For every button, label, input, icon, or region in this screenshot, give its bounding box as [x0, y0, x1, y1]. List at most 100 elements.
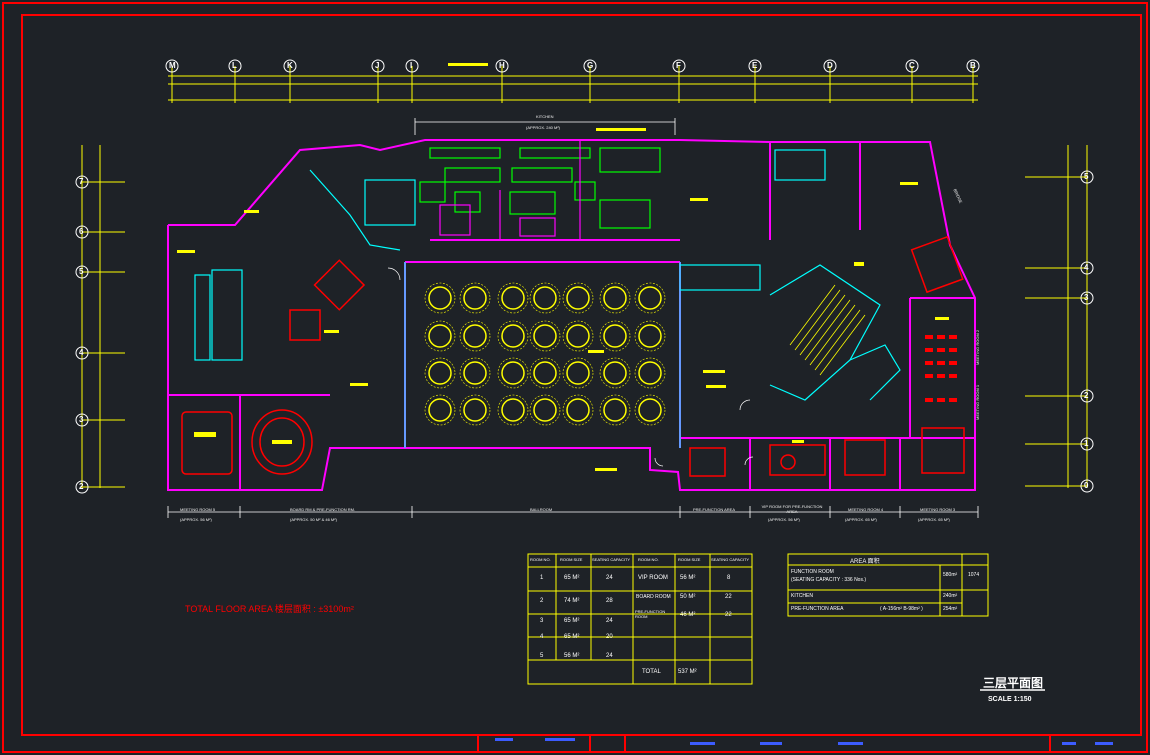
meeting-room-1-label: MEETING ROOM 1: [975, 384, 980, 420]
left-grid-axis: [81, 145, 125, 488]
area-total-value: 1074: [968, 572, 980, 578]
row-label-left-5: 5: [79, 267, 84, 276]
room-table-cell: 24: [606, 653, 613, 659]
room-table-cell: 65 M²: [564, 618, 580, 624]
room-table-header: ROOM SIZE: [560, 557, 583, 562]
area-function-value: 580m²: [943, 572, 958, 578]
room-table-cell: BOARD ROOM: [636, 594, 671, 600]
plan-scale: SCALE 1:150: [988, 696, 1032, 703]
column-label-M: M: [169, 61, 176, 70]
room-table-header: SEATING CAPACITY: [711, 557, 750, 562]
room-table-cell: 74 M²: [564, 598, 580, 604]
bottom-dim-area: (APPROX. 56 M²): [180, 517, 212, 522]
room-table-cell: 3: [540, 618, 544, 624]
room-table-cell: 65 M²: [564, 575, 580, 581]
column-label-K: K: [287, 61, 293, 70]
room-table-cell: 4: [540, 634, 544, 640]
area-seating-capacity: (SEATING CAPACITY : 336 Nos.): [791, 577, 867, 583]
area-prefunction: PRE-FUNCTION AREA: [791, 606, 844, 612]
bottom-dim-label: BOARD RM & PRE-FUNCTION RM.: [290, 507, 356, 512]
column-label-C: C: [909, 61, 915, 70]
room-table-cell: 65 M²: [564, 634, 580, 640]
room-table-cell: VIP ROOM: [638, 575, 668, 581]
door-swings: [387, 267, 754, 467]
meeting-room-furniture: [181, 235, 965, 477]
area-prefunction-detail: ( A-156m² B-98m² ): [880, 606, 923, 612]
room-table-cell: 50 M²: [680, 594, 696, 600]
room-table-cell: 56 M²: [564, 653, 580, 659]
total-floor-area: TOTAL FLOOR AREA 楼层面积 : ±3100m²: [185, 604, 354, 614]
row-label-right-4: 4: [1084, 263, 1089, 272]
room-table-cell: 22: [725, 612, 732, 618]
kitchen-walls: [439, 140, 581, 240]
classroom-seating: [925, 335, 957, 402]
column-label-J: J: [375, 61, 380, 70]
row-label-right-5: 5: [1084, 172, 1089, 181]
room-table-cell: 1: [540, 575, 544, 581]
bottom-dim-label: MEETING ROOM 4: [848, 507, 884, 512]
bottom-dim-label: MEETING ROOM 5: [180, 507, 216, 512]
room-table-header: SEATING CAPACITY: [592, 557, 631, 562]
top-grid-bubbles: [165, 59, 980, 73]
ballroom-table-tops: [424, 282, 666, 426]
row-label-right-2: 2: [1084, 391, 1089, 400]
ballroom-tables: [428, 286, 662, 422]
kitchen-label-mark: [596, 128, 646, 131]
title-block-marks: [495, 738, 1113, 745]
area-table-title: AREA 面积: [850, 559, 880, 565]
bottom-dim-label: BALLROOM: [530, 507, 553, 512]
kitchen-dim-area: (APPROX. 240 M²): [526, 125, 561, 130]
area-kitchen: KITCHEN: [791, 593, 813, 599]
area-function-room: FUNCTION ROOM: [791, 569, 834, 575]
kitchen-dim-label: KITCHEN: [536, 114, 554, 119]
bottom-dim-label: PRE-FUNCTION AREA: [693, 507, 736, 512]
bottom-dim-area: (APPROX. 65 M²): [918, 517, 950, 522]
room-table-cell: 2: [540, 598, 544, 604]
bottom-dim-label: VIP ROOM FOR PRE-FUNCTION AREA: [761, 504, 823, 514]
column-label-E: E: [752, 61, 758, 70]
kitchen-equipment: [419, 147, 661, 229]
column-label-H: H: [499, 61, 505, 70]
room-table-cell: 20: [606, 634, 613, 640]
column-label-L: L: [232, 61, 237, 70]
row-label-left-4: 4: [79, 348, 84, 357]
bottom-dimension-line: [167, 506, 979, 518]
room-table-cell: 56 M²: [680, 575, 696, 581]
row-label-right-1: 1: [1084, 439, 1089, 448]
room-table-cell: 22: [725, 594, 732, 600]
bottom-dim-label: MEETING ROOM 3: [920, 507, 956, 512]
meeting-room-2-label: MEETING ROOM 2: [975, 329, 980, 365]
area-kitchen-value: 240m²: [943, 593, 958, 599]
glass-elements: [194, 149, 901, 448]
building-walls: [167, 139, 976, 491]
room-table-cell: PRE-FUNCTION ROOM: [635, 609, 666, 619]
room-table-cell: 46 M²: [680, 612, 696, 618]
right-grid-bubbles: [1080, 170, 1094, 493]
room-table-cell: 24: [606, 575, 613, 581]
kitchen-dimension: [414, 118, 676, 135]
room-table-cell: 8: [727, 575, 731, 581]
room-table-header: ROOM SIZE: [678, 557, 701, 562]
left-grid-bubbles: [75, 175, 89, 494]
bottom-dim-area: (APPROX. 50 M² & 46 M²): [290, 517, 337, 522]
row-label-left-3: 3: [79, 415, 84, 424]
row-label-left-2: 2: [79, 482, 84, 491]
top-label-mark: [448, 63, 488, 66]
bottom-dim-area: (APPROX. 56 M²): [768, 517, 800, 522]
room-table-cell: 24: [606, 618, 613, 624]
room-table-header: ROOM NO.: [530, 557, 551, 562]
room-table-cell: 5: [540, 653, 544, 659]
row-label-right-0: 0: [1084, 481, 1089, 490]
row-label-left-6: 6: [79, 227, 84, 236]
room-table-total-value: 537 M²: [678, 669, 697, 675]
column-label-F: F: [676, 61, 681, 70]
right-grid-axis: [1025, 145, 1088, 488]
room-table-grid: [527, 553, 753, 685]
escalator-stairs: [789, 284, 866, 376]
room-table-cell: 28: [606, 598, 613, 604]
row-label-left-7: 7: [79, 177, 84, 186]
area-table-grid: [787, 553, 989, 617]
column-label-I: I: [410, 61, 413, 70]
